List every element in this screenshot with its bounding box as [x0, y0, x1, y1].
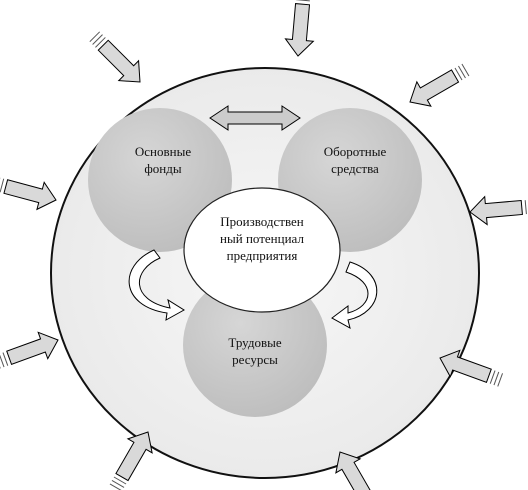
labor-resources-label: Трудовые ресурсы — [205, 334, 305, 368]
labor-resources-node — [183, 273, 327, 417]
inward-arrow-icon — [439, 349, 504, 387]
inward-arrow-icon — [0, 177, 57, 211]
inward-arrow-icon — [109, 431, 153, 490]
curved-arrow-left-icon — [128, 249, 185, 321]
center-line1: Производствен — [220, 214, 304, 229]
center-line2: ный потенциал — [220, 231, 304, 246]
fixed-assets-label: Основные фонды — [118, 143, 208, 177]
fixed-assets-line1: Основные — [134, 144, 192, 159]
working-capital-label: Оборотные средства — [305, 143, 405, 177]
inward-arrow-icon — [0, 331, 59, 369]
inward-arrow-icon — [335, 451, 373, 490]
working-capital-line2: средства — [331, 161, 379, 176]
working-capital-line1: Оборотные — [323, 144, 387, 159]
center-potential-node — [183, 187, 341, 313]
inward-arrow-icon — [89, 31, 141, 83]
labor-resources-line1: Трудовые — [228, 335, 282, 350]
curved-arrow-right-icon — [331, 261, 378, 329]
inward-arrow-icon — [284, 0, 315, 57]
labor-resources-line2: ресурсы — [232, 352, 278, 367]
fixed-assets-line2: фонды — [144, 161, 182, 176]
center-line3: предприятия — [226, 248, 298, 263]
double-arrow-icon — [209, 105, 301, 131]
inward-arrow-icon — [469, 195, 527, 226]
center-potential-label: Производствен ный потенциал предприятия — [197, 213, 327, 264]
inward-arrow-icon — [409, 63, 470, 107]
